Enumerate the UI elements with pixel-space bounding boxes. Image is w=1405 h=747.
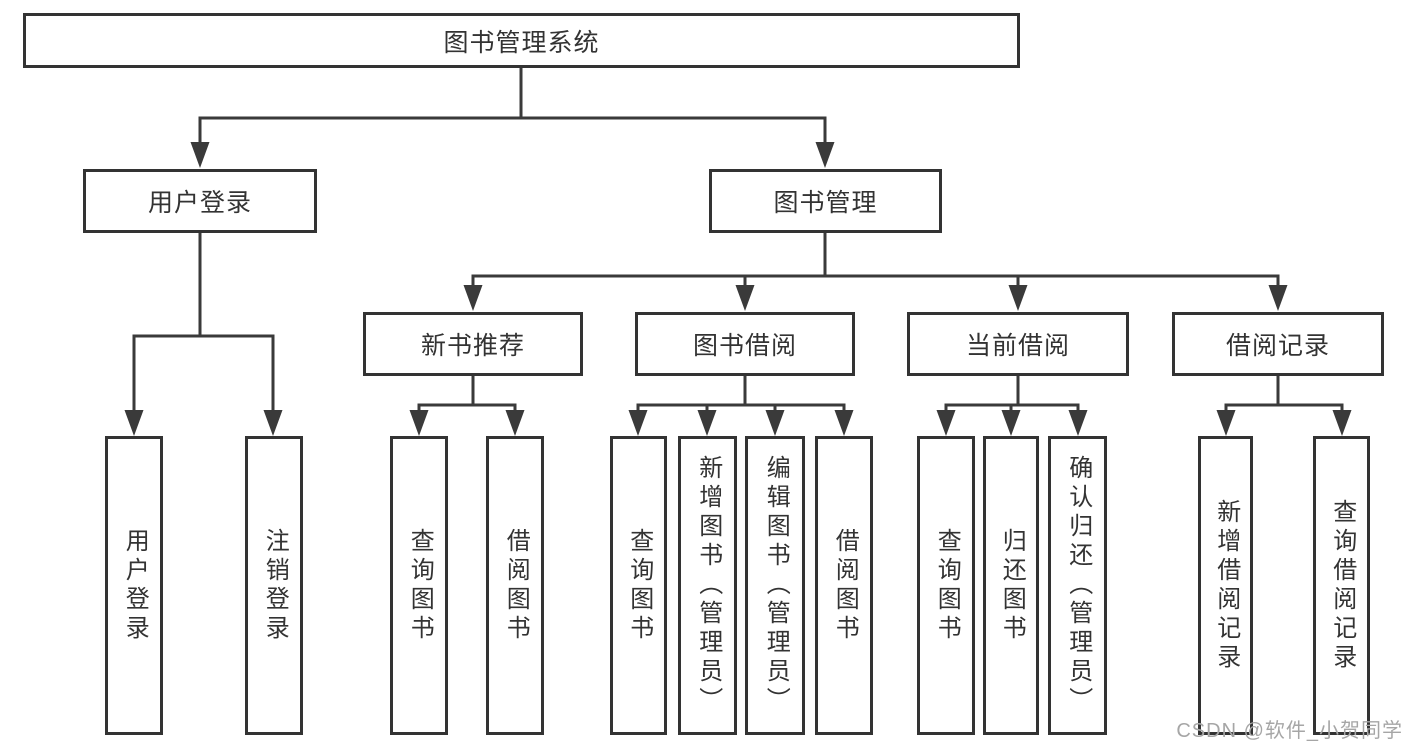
leaf-query-books-borrowing-label: 查询图书	[625, 527, 653, 644]
arrowheads	[124, 142, 1352, 436]
leaf-query-books-recommend: 查询图书	[390, 436, 448, 735]
leaf-query-books-recommend-label: 查询图书	[406, 527, 434, 644]
node-user-login: 用户登录	[83, 169, 317, 233]
leaf-return-books: 归还图书	[983, 436, 1039, 735]
node-library-system: 图书管理系统	[23, 13, 1020, 68]
leaf-logout-label: 注销登录	[261, 527, 289, 644]
node-new-book-recommend-label: 新书推荐	[420, 332, 525, 360]
connector-path	[132, 68, 1344, 414]
leaf-edit-books-admin: 编辑图书（管理员）	[745, 436, 805, 735]
leaf-add-borrow-record-label: 新增借阅记录	[1212, 498, 1240, 673]
node-new-book-recommend: 新书推荐	[363, 312, 583, 376]
leaf-confirm-return-admin-label: 确认归还（管理员）	[1064, 455, 1092, 716]
node-book-borrowing: 图书借阅	[635, 312, 855, 376]
leaf-user-login-label: 用户登录	[121, 527, 149, 644]
leaf-confirm-return-admin: 确认归还（管理员）	[1048, 436, 1107, 735]
node-borrowing-records-label: 借阅记录	[1225, 332, 1330, 360]
node-user-login-label: 用户登录	[147, 189, 252, 217]
leaf-query-books-current: 查询图书	[917, 436, 975, 735]
leaf-add-books-admin: 新增图书（管理员）	[678, 436, 737, 735]
leaf-query-borrow-record-label: 查询借阅记录	[1328, 498, 1356, 673]
leaf-borrow-books-recommend: 借阅图书	[486, 436, 544, 735]
leaf-query-books-borrowing: 查询图书	[610, 436, 667, 735]
leaf-edit-books-admin-label: 编辑图书（管理员）	[762, 455, 790, 716]
leaf-return-books-label: 归还图书	[998, 527, 1026, 644]
node-borrowing-records: 借阅记录	[1172, 312, 1384, 376]
leaf-query-books-current-label: 查询图书	[933, 527, 961, 644]
node-book-management: 图书管理	[709, 169, 942, 233]
leaf-query-borrow-record: 查询借阅记录	[1313, 436, 1370, 735]
leaf-borrow-books-label: 借阅图书	[831, 527, 859, 644]
leaf-add-borrow-record: 新增借阅记录	[1198, 436, 1253, 735]
node-library-system-label: 图书管理系统	[443, 28, 600, 57]
node-book-management-label: 图书管理	[773, 189, 878, 217]
leaf-add-books-admin-label: 新增图书（管理员）	[694, 455, 722, 716]
node-current-borrowing-label: 当前借阅	[965, 332, 1070, 360]
csdn-watermark: CSDN @软件_小贺同学	[1176, 720, 1403, 742]
leaf-user-login: 用户登录	[105, 436, 163, 735]
leaf-logout: 注销登录	[245, 436, 303, 735]
node-book-borrowing-label: 图书借阅	[692, 332, 797, 360]
node-current-borrowing: 当前借阅	[907, 312, 1129, 376]
leaf-borrow-books: 借阅图书	[815, 436, 873, 735]
leaf-borrow-books-recommend-label: 借阅图书	[502, 527, 530, 644]
